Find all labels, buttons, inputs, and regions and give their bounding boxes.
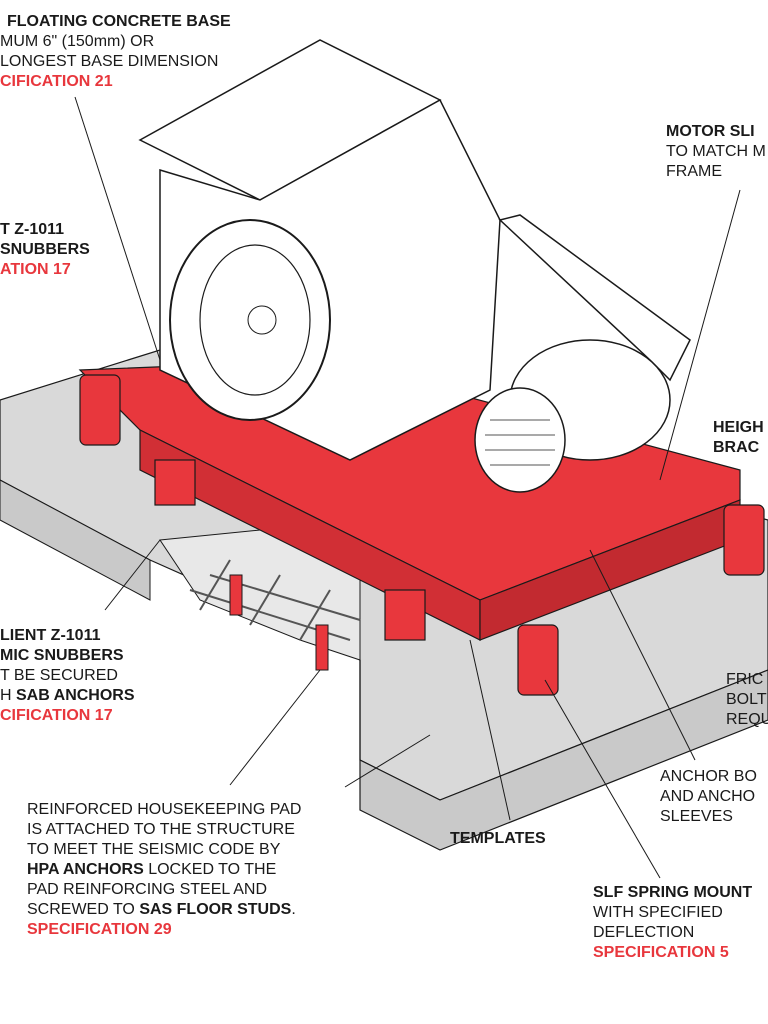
label-line: TO MEET THE SEISMIC CODE BY (27, 841, 281, 858)
label-line: IS ATTACHED TO THE STRUCTURE (27, 821, 295, 838)
spec-reference: CIFICATION 17 (0, 707, 113, 724)
hpa-anchor (229, 574, 243, 616)
label-snubbers-top: T Z-1011 SNUBBERS ATION 17 (0, 220, 90, 280)
label-line: T BE SECURED (0, 667, 118, 684)
label-line: T Z-1011 (0, 221, 65, 238)
label-line: REINFORCED HOUSEKEEPING PAD (27, 801, 302, 818)
label-templates: TEMPLATES (450, 830, 546, 847)
label-floating-concrete-base: FLOATING CONCRETE BASE MUM 6" (150mm) OR… (0, 12, 231, 92)
label-line: FLOATING CONCRETE BASE (7, 13, 231, 30)
label-spring-mount: SLF SPRING MOUNT WITH SPECIFIED DEFLECTI… (593, 883, 752, 963)
label-anchor-bolts: ANCHOR BO AND ANCHO SLEEVES (660, 767, 757, 827)
label-line: SLF SPRING MOUNT (593, 884, 753, 901)
label-line: HPA ANCHORS LOCKED TO THE (27, 861, 277, 878)
label-line: WITH SPECIFIED (593, 904, 723, 921)
label-line: SNUBBERS (0, 241, 90, 258)
label-line: LONGEST BASE DIMENSION (0, 53, 219, 70)
label-line: MOTOR SLI (666, 123, 755, 140)
housekeeping-pad-side (359, 660, 768, 851)
seismic-snubber (154, 459, 426, 641)
label-housekeeping-pad: REINFORCED HOUSEKEEPING PAD IS ATTACHED … (27, 800, 301, 940)
label-line: MUM 6" (150mm) OR (0, 33, 155, 50)
spec-reference: SPECIFICATION 5 (593, 944, 729, 961)
motor-fan-guard (474, 387, 566, 493)
housekeeping-pad-left-side (0, 479, 151, 601)
label-line: BOLT (726, 691, 767, 708)
label-line: H SAB ANCHORS (0, 687, 135, 704)
leader-lines (74, 96, 741, 879)
label-line: PAD REINFORCING STEEL AND (27, 881, 268, 898)
label-line: FRAME (666, 163, 722, 180)
label-line: LIENT Z-1011 (0, 627, 101, 644)
label-snubbers-bottom: LIENT Z-1011 MIC SNUBBERS T BE SECURED H… (0, 626, 135, 726)
label-line: BRAC (713, 439, 760, 456)
label-line: DEFLECTION (593, 924, 695, 941)
label-line: TO MATCH M (666, 143, 766, 160)
label-line: REQU (726, 711, 768, 728)
label-height-bracket: HEIGH BRAC (713, 418, 764, 458)
label-line: AND ANCHO (660, 788, 756, 805)
label-line: FRIC (726, 671, 764, 688)
label-line: HEIGH (713, 419, 764, 436)
spec-reference: SPECIFICATION 29 (27, 921, 172, 938)
label-line: SLEEVES (660, 808, 733, 825)
label-line: MIC SNUBBERS (0, 647, 124, 664)
spring-mount (79, 374, 765, 696)
label-line: SCREWED TO SAS FLOOR STUDS. (27, 901, 296, 918)
hpa-anchor (315, 624, 329, 671)
label-friction-bolts: FRIC BOLT REQU (726, 670, 768, 730)
spec-reference: ATION 17 (0, 261, 71, 278)
label-motor-slide: MOTOR SLI TO MATCH M FRAME (666, 122, 766, 182)
spec-reference: CIFICATION 21 (0, 73, 113, 90)
drive-belt (498, 214, 691, 382)
label-line: ANCHOR BO (660, 768, 757, 785)
